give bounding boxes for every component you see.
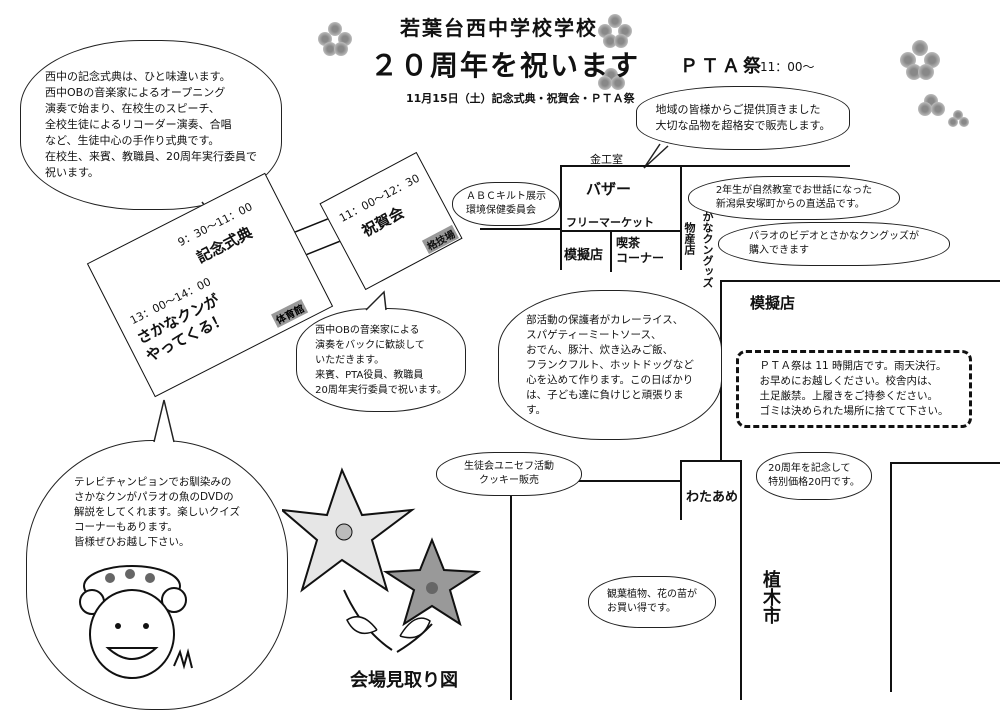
bellflower-illustration [282,467,482,653]
sakana-kun-illustration [79,565,193,679]
cookie-note-bubble: 生徒会ユニセフ活動 クッキー販売 [436,452,582,496]
bazaar-bubble-tail [643,143,669,169]
party-note: 西中OBの音楽家による 演奏をバックに歓談して いただきます。 来賓、PTA役員… [315,324,447,396]
flower-decoration-icon [948,110,972,134]
ceremony-note: 西中の記念式典は、ひと味違います。 西中OBの音楽家によるオープニング 演奏で始… [45,70,257,179]
map-wall [510,480,680,482]
party-place: 格技場 [421,224,459,255]
map-wall [610,232,612,272]
map-wall [560,165,562,270]
bussan-label: 物産店 [683,222,696,255]
bazaar-label: バザー [586,180,632,198]
bazaar-note: 地域の皆様からご提供頂きました 大切な品物を超格安で販売します。 [655,103,831,132]
cookie-note: 生徒会ユニセフ活動 クッキー販売 [464,461,554,486]
bazaar-note-bubble: 地域の皆様からご提供頂きました 大切な品物を超格安で販売します。 [636,86,850,150]
map-wall [740,460,742,700]
flower-decoration-icon [318,22,352,56]
room-label: 金工室 [590,153,623,166]
food-note: 部活動の保護者がカレーライス、 スパゲティーミートソース、 おでん、豚汁、炊き込… [526,313,694,416]
price-note-bubble: 20周年を記念して 特別価格20円です。 [756,452,872,500]
map-wall [890,462,892,692]
pta-time: 11：00～ [760,60,815,74]
nature-note-bubble: 2年生が自然教室でお世話になった 新潟県安塚町からの直送品です。 [688,176,900,220]
abc-note: ＡＢＣキルト展示 環境保健委員会 [466,191,546,216]
map-wall [680,165,682,270]
flower-decoration-icon [598,14,632,48]
map-wall [890,462,1000,464]
anniversary-title: ２０周年を祝います [370,49,641,82]
price-note: 20周年を記念して 特別価格20円です。 [768,463,860,488]
flea-label: フリーマーケット [566,216,654,229]
party-note-bubble: 西中OBの音楽家による 演奏をバックに歓談して いただきます。 来賓、PTA役員… [296,308,466,412]
map-wall [560,230,680,232]
map-title: 会場見取り図 [350,670,458,691]
map-wall [720,280,1000,282]
flower-decoration-icon [918,94,945,120]
ceremony-place: 体育館 [271,299,309,328]
nature-note: 2年生が自然教室でお世話になった 新潟県安塚町からの直送品です。 [715,185,873,210]
map-wall [510,480,512,700]
wataame-label: わたあめ [686,490,739,505]
map-wall [680,460,682,520]
party-bubble-tail [365,290,387,311]
sakana-note: テレビチャンピョンでお馴染みの さかなクンがパラオの魚のDVDの 解説をしてくれ… [73,476,240,548]
sakana-goods-label: さかなクングッズ [701,200,714,288]
uekiichi-label: 植木市 [760,570,781,624]
school-title: 若葉台西中学校学校 [400,16,598,40]
abc-note-bubble: ＡＢＣキルト展示 環境保健委員会 [452,182,560,226]
pta-notice-text: ＰＴＡ祭は 11 時開店です。雨天決行。 お早めにお越しください。校舎内は、 土… [759,360,949,417]
pta-notice: ＰＴＡ祭は 11 時開店です。雨天決行。 お早めにお越しください。校舎内は、 土… [736,350,972,428]
palau-note: パラオのビデオとさかなクングッズが 購入できます [749,231,919,256]
palau-note-bubble: パラオのビデオとさかなクングッズが 購入できます [718,222,950,266]
food-note-bubble: 部活動の保護者がカレーライス、 スパゲティーミートソース、 おでん、豚汁、炊き込… [498,290,722,440]
pta-title: ＰＴＡ祭 [680,56,764,77]
flower-decoration-icon [598,68,625,94]
mogiten1-label: 模擬店 [564,248,604,263]
map-wall [480,228,560,230]
map-wall [680,460,740,462]
mogiten2-label: 模擬店 [750,294,796,312]
ceremony-note-bubble: 西中の記念式典は、ひと味違います。 西中OBの音楽家によるオープニング 演奏で始… [20,40,282,210]
flower-decoration-icon [900,40,940,80]
plant-note: 観葉植物、花の苗が お買い得です。 [607,589,697,614]
plant-note-bubble: 観葉植物、花の苗が お買い得です。 [588,576,716,628]
sakana-bubble-tail [153,399,175,443]
map-wall [560,165,850,167]
date-line: 11月15日（土）記念式典・祝賀会・ＰＴＡ祭 [406,92,635,105]
cafe-label: 喫茶 コーナー [616,236,665,265]
